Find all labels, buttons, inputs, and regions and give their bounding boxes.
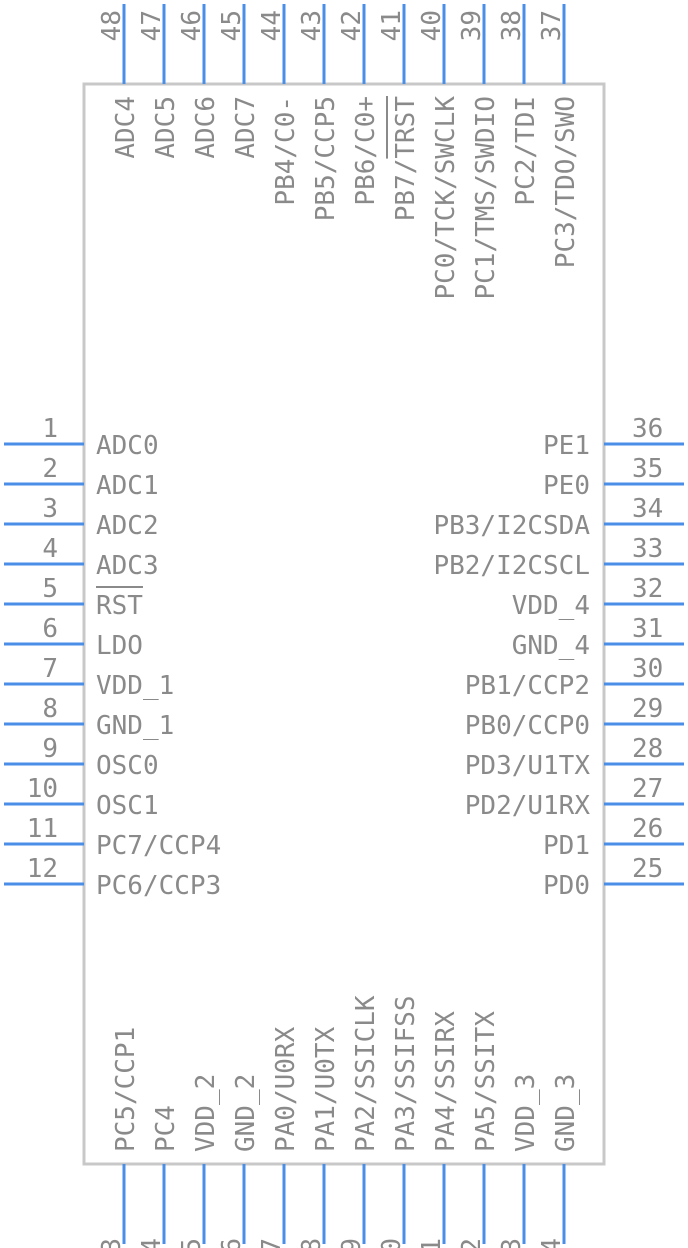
pin-number: 11 xyxy=(27,814,58,844)
pin-number: 25 xyxy=(632,854,663,884)
pin-number: 13 xyxy=(97,1238,127,1248)
pin-number: 48 xyxy=(97,10,127,41)
pin-number: 35 xyxy=(632,454,663,484)
pin-label: GND_3 xyxy=(551,1074,581,1152)
pin-number: 17 xyxy=(257,1238,287,1248)
pin-label: PD1 xyxy=(543,831,590,861)
pin-label: PB4/C0- xyxy=(271,96,301,206)
pin-number: 26 xyxy=(632,814,663,844)
pin-number: 14 xyxy=(137,1238,167,1248)
pin-label: PC2/TDI xyxy=(511,96,541,206)
pin-number: 28 xyxy=(632,734,663,764)
pin-label: PC6/CCP3 xyxy=(96,871,221,901)
pin-number: 36 xyxy=(632,414,663,444)
pin-number: 29 xyxy=(632,694,663,724)
pin-label: PA0/U0RX xyxy=(271,1026,301,1152)
pin-label: PC1/TMS/SWDIO xyxy=(471,96,501,300)
pin-label: PB1/CCP2 xyxy=(465,671,590,701)
pin-label: PD2/U1RX xyxy=(465,791,591,821)
pin-label: RST xyxy=(96,591,143,621)
pin-number: 5 xyxy=(42,574,58,604)
pin-label: VDD_3 xyxy=(511,1074,541,1152)
pin-number: 24 xyxy=(537,1238,567,1248)
pin-number: 32 xyxy=(632,574,663,604)
ic-body xyxy=(82,82,606,1166)
pin-number: 23 xyxy=(497,1238,527,1248)
pin-label: VDD_4 xyxy=(512,591,590,621)
pin-label: OSC1 xyxy=(96,791,159,821)
pin-number: 20 xyxy=(377,1238,407,1248)
pin-number: 22 xyxy=(457,1238,487,1248)
pin-number: 7 xyxy=(42,654,58,684)
pin-number: 9 xyxy=(42,734,58,764)
pin-label: PA4/SSIRX xyxy=(431,1011,461,1152)
pin-label: PC5/CCP1 xyxy=(111,1027,141,1152)
pin-label: PC7/CCP4 xyxy=(96,831,221,861)
pin-number: 18 xyxy=(297,1238,327,1248)
pin-label: PB0/CCP0 xyxy=(465,711,590,741)
pin-label: LDO xyxy=(96,631,143,661)
pin-label: PD0 xyxy=(543,871,590,901)
pin-label: VDD_2 xyxy=(191,1074,221,1152)
pin-label: PC0/TCK/SWCLK xyxy=(431,96,461,300)
pin-label: ADC2 xyxy=(96,511,159,541)
pin-number: 1 xyxy=(42,414,58,444)
pin-label: ADC3 xyxy=(96,551,159,581)
pin-label: PE1 xyxy=(543,431,590,461)
pin-number: 44 xyxy=(257,10,287,41)
pin-label: PA2/SSICLK xyxy=(351,995,381,1152)
pin-number: 4 xyxy=(42,534,58,564)
pin-label: PA5/SSITX xyxy=(471,1011,501,1152)
pin-label: VDD_1 xyxy=(96,671,174,701)
pin-number: 41 xyxy=(377,10,407,41)
pin-number: 38 xyxy=(497,10,527,41)
pin-number: 19 xyxy=(337,1238,367,1248)
pin-label: ADC6 xyxy=(191,96,221,159)
pin-label: GND_4 xyxy=(512,631,590,661)
pin-label: PB3/I2CSDA xyxy=(433,511,590,541)
pin-label: PA3/SSIFSS xyxy=(391,995,421,1152)
pin-label: PC3/TDO/SWO xyxy=(551,96,581,268)
pin-number: 16 xyxy=(217,1238,247,1248)
pin-label: GND_2 xyxy=(231,1074,261,1152)
pin-number: 45 xyxy=(217,10,247,41)
pin-number: 21 xyxy=(417,1238,447,1248)
pin-number: 8 xyxy=(42,694,58,724)
pin-label: ADC4 xyxy=(111,96,141,159)
pin-number: 3 xyxy=(42,494,58,524)
pin-label: PB5/CCP5 xyxy=(311,96,341,221)
pin-number: 33 xyxy=(632,534,663,564)
pin-number: 39 xyxy=(457,10,487,41)
pin-label: PD3/U1TX xyxy=(465,751,591,781)
pin-number: 34 xyxy=(632,494,663,524)
pin-label: ADC0 xyxy=(96,431,159,461)
pin-label: PE0 xyxy=(543,471,590,501)
pin-number: 30 xyxy=(632,654,663,684)
pin-number: 31 xyxy=(632,614,663,644)
pin-number: 15 xyxy=(177,1238,207,1248)
pin-label: PA1/U0TX xyxy=(311,1026,341,1152)
pin-number: 10 xyxy=(27,774,58,804)
pin-number: 40 xyxy=(417,10,447,41)
pin-number: 2 xyxy=(42,454,58,484)
pin-number: 37 xyxy=(537,10,567,41)
pin-label: ADC7 xyxy=(231,96,261,159)
pin-number: 6 xyxy=(42,614,58,644)
pin-label: PB7/TRST xyxy=(391,96,421,222)
pin-label: ADC5 xyxy=(151,96,181,159)
pin-number: 46 xyxy=(177,10,207,41)
pin-label: GND_1 xyxy=(96,711,174,741)
pin-label: PB6/C0+ xyxy=(351,96,381,206)
pin-number: 42 xyxy=(337,10,367,41)
pin-label: PB2/I2CSCL xyxy=(433,551,590,581)
pin-label: ADC1 xyxy=(96,471,159,501)
pin-number: 43 xyxy=(297,10,327,41)
pin-number: 12 xyxy=(27,854,58,884)
pin-number: 47 xyxy=(137,10,167,41)
pin-label: PC4 xyxy=(151,1105,181,1152)
pin-label: OSC0 xyxy=(96,751,159,781)
pin-number: 27 xyxy=(632,774,663,804)
